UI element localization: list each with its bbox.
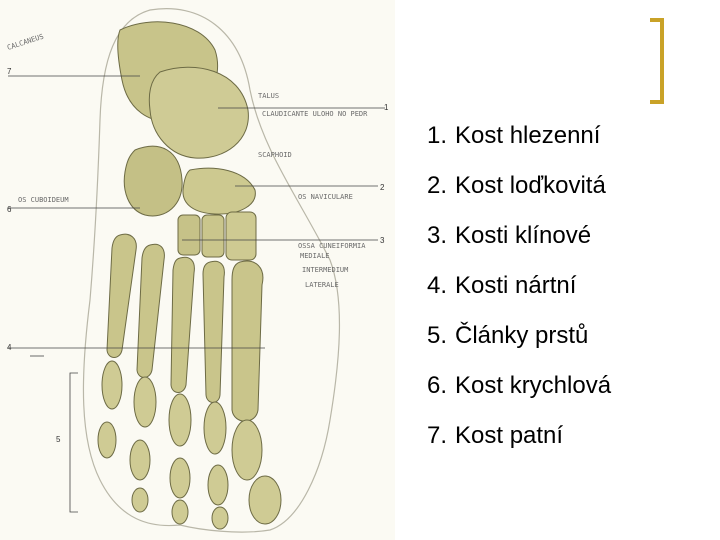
legend-item: 1. Kost hlezenní [427,118,611,168]
navicular-bone [182,167,256,215]
legend-text: Kost loďkovitá [455,172,606,199]
handwritten-talus: TALUS [258,92,279,100]
left-pointer-lines [8,75,265,357]
handwritten-scaphoid: SCAPHOID [258,151,292,159]
legend-number: 5. [427,322,448,349]
handwritten-mediale: MEDIALE [300,252,330,260]
legend-number: 7. [427,422,448,449]
label-number-7: 7 [7,67,12,76]
phalanges-bracket [69,372,78,513]
legend-number: 1. [427,122,448,149]
legend-item: 6. Kost krychlová [427,368,611,418]
legend-item: 4. Kosti nártní [427,268,611,318]
legend-item: 7. Kost patní [427,418,611,468]
legend-item: 3. Kosti klínové [427,218,611,268]
legend-number: 2. [427,172,448,199]
legend-text: Kosti nártní [455,272,577,299]
handwritten-cuboid: OS CUBOIDEUM [18,196,69,204]
foot-skeleton-drawing: 7 6 4 5 1 2 3 CALCANEUS TALUS CLAUDICANT… [6,8,389,533]
legend-text: Kosti klínové [455,222,592,249]
metatarsal-bones [106,233,264,422]
label-number-4: 4 [7,343,12,352]
cuboid-bone [123,145,183,217]
label-number-1: 1 [384,103,389,112]
handwritten-cuneiforms: OSSA CUNEIFORMIA [298,242,366,250]
cuneiform-lateral [177,214,201,256]
label-number-3: 3 [380,236,385,245]
legend-text: Kost krychlová [455,372,612,399]
handwritten-talus-note: CLAUDICANTE ULOHO NO PEDR [262,110,368,118]
cuneiform-intermediate [201,214,225,258]
legend-text: Kost patní [455,422,564,449]
cuneiform-medial [225,211,257,261]
right-pointer-lines [182,107,385,241]
legend-item: 5. Články prstů [427,318,611,368]
legend-text: Články prstů [455,322,589,349]
label-number-6: 6 [7,205,12,214]
label-number-2: 2 [380,183,385,192]
foot-bones-illustration: 7 6 4 5 1 2 3 CALCANEUS TALUS CLAUDICANT… [0,0,395,540]
handwritten-intermedium: INTERMEDIUM [302,266,348,274]
handwritten-navicular: OS NAVICULARE [298,193,353,201]
legend-number: 4. [427,272,448,299]
legend-number: 3. [427,222,448,249]
label-number-5: 5 [56,435,61,444]
talus-bone [148,66,249,159]
corner-bracket-decoration [650,18,664,104]
handwritten-calcaneus: CALCANEUS [6,33,45,52]
legend-text: Kost hlezenní [455,122,601,149]
phalanges-bones [97,360,282,530]
legend-number: 6. [427,372,448,399]
legend-item: 2. Kost loďkovitá [427,168,611,218]
handwritten-laterale: LATERALE [305,281,339,289]
bone-legend-list: 1. Kost hlezenní 2. Kost loďkovitá 3. Kosti… [427,118,611,468]
